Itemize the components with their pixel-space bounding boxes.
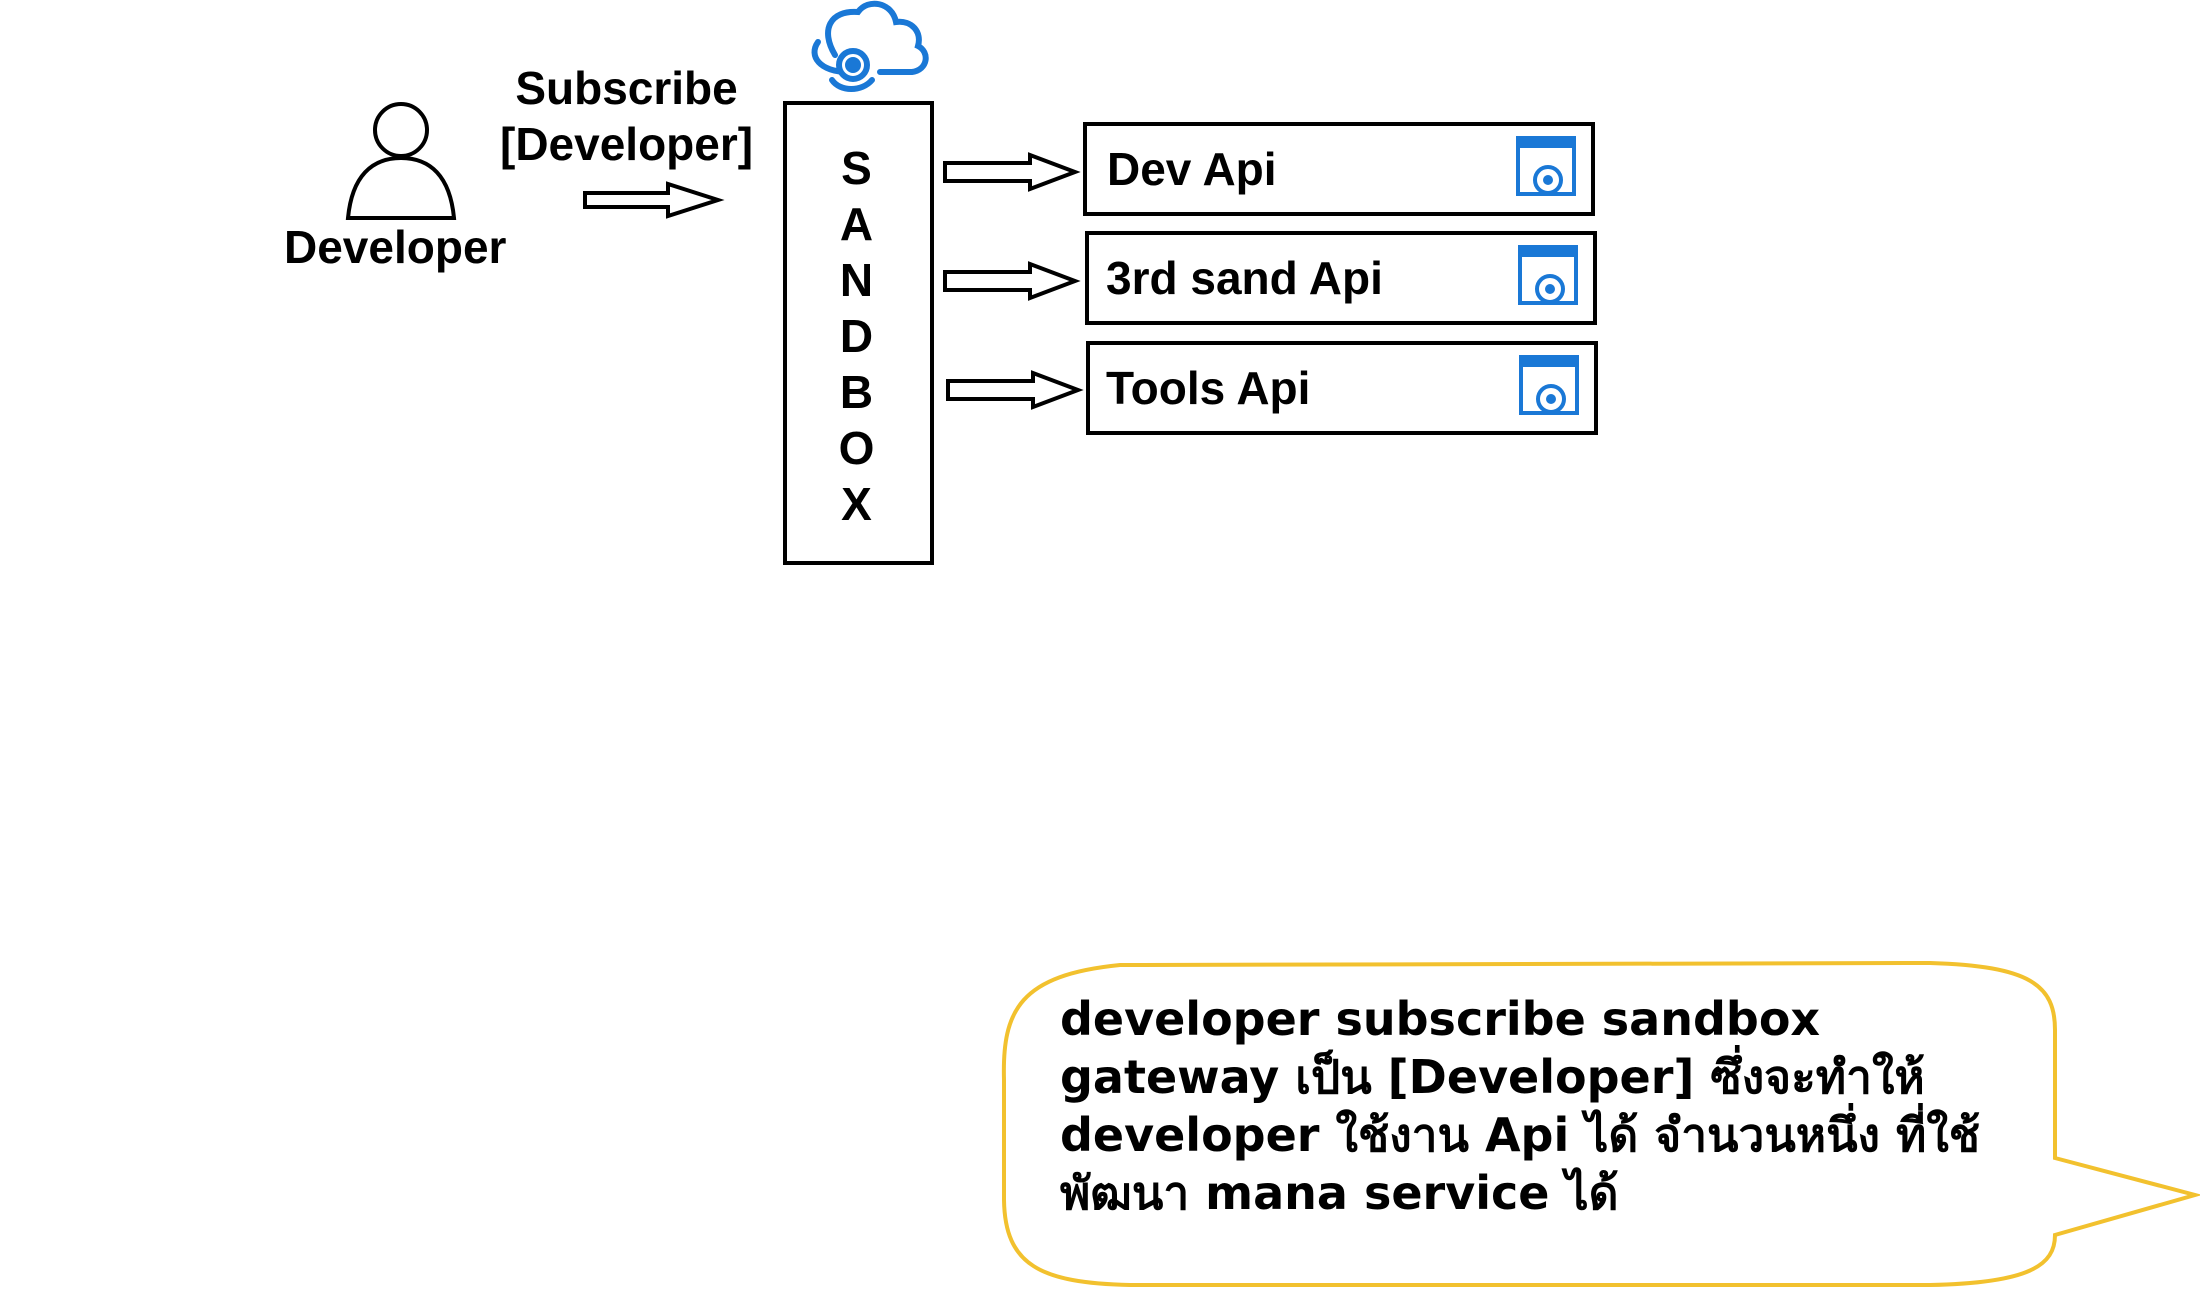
sandbox-letter: D — [839, 310, 874, 362]
callout-bubble — [1001, 960, 2200, 1287]
cloud-api-icon — [811, 0, 929, 92]
dev-api-box — [1083, 122, 1595, 216]
tools-api-label: Tools Api — [1106, 362, 1311, 414]
sandbox-label: S A N D B O X — [783, 140, 930, 532]
3rd-sand-api-label: 3rd sand Api — [1106, 252, 1383, 304]
sandbox-letter: X — [841, 478, 872, 530]
subscribe-arrow — [583, 181, 725, 219]
tools-api-box — [1086, 341, 1598, 435]
dev-api-label: Dev Api — [1107, 143, 1277, 195]
sandbox-letter: N — [839, 254, 874, 306]
arrow-to-tools-api — [946, 370, 1084, 410]
subscribe-label-line2: [Developer] — [500, 118, 754, 170]
developer-label: Developer — [284, 221, 507, 273]
api-management-icon — [1519, 355, 1579, 415]
sandbox-letter: B — [839, 366, 874, 418]
subscribe-label-line1: Subscribe — [515, 62, 738, 114]
callout-text: developer subscribe sandbox gateway เป็น… — [1060, 992, 1981, 1220]
sandbox-letter: A — [839, 198, 874, 250]
sandbox-letter: S — [841, 142, 872, 194]
subscribe-label: Subscribe [Developer] — [500, 60, 753, 172]
sandbox-box — [783, 101, 934, 565]
api-management-icon — [1518, 245, 1578, 305]
3rd-sand-api-box — [1085, 231, 1597, 325]
arrow-to-3rd-sand-api — [943, 261, 1081, 301]
api-management-icon — [1516, 136, 1576, 196]
sandbox-letter: O — [838, 422, 875, 474]
arrow-to-dev-api — [943, 152, 1081, 192]
person-icon — [345, 102, 457, 220]
